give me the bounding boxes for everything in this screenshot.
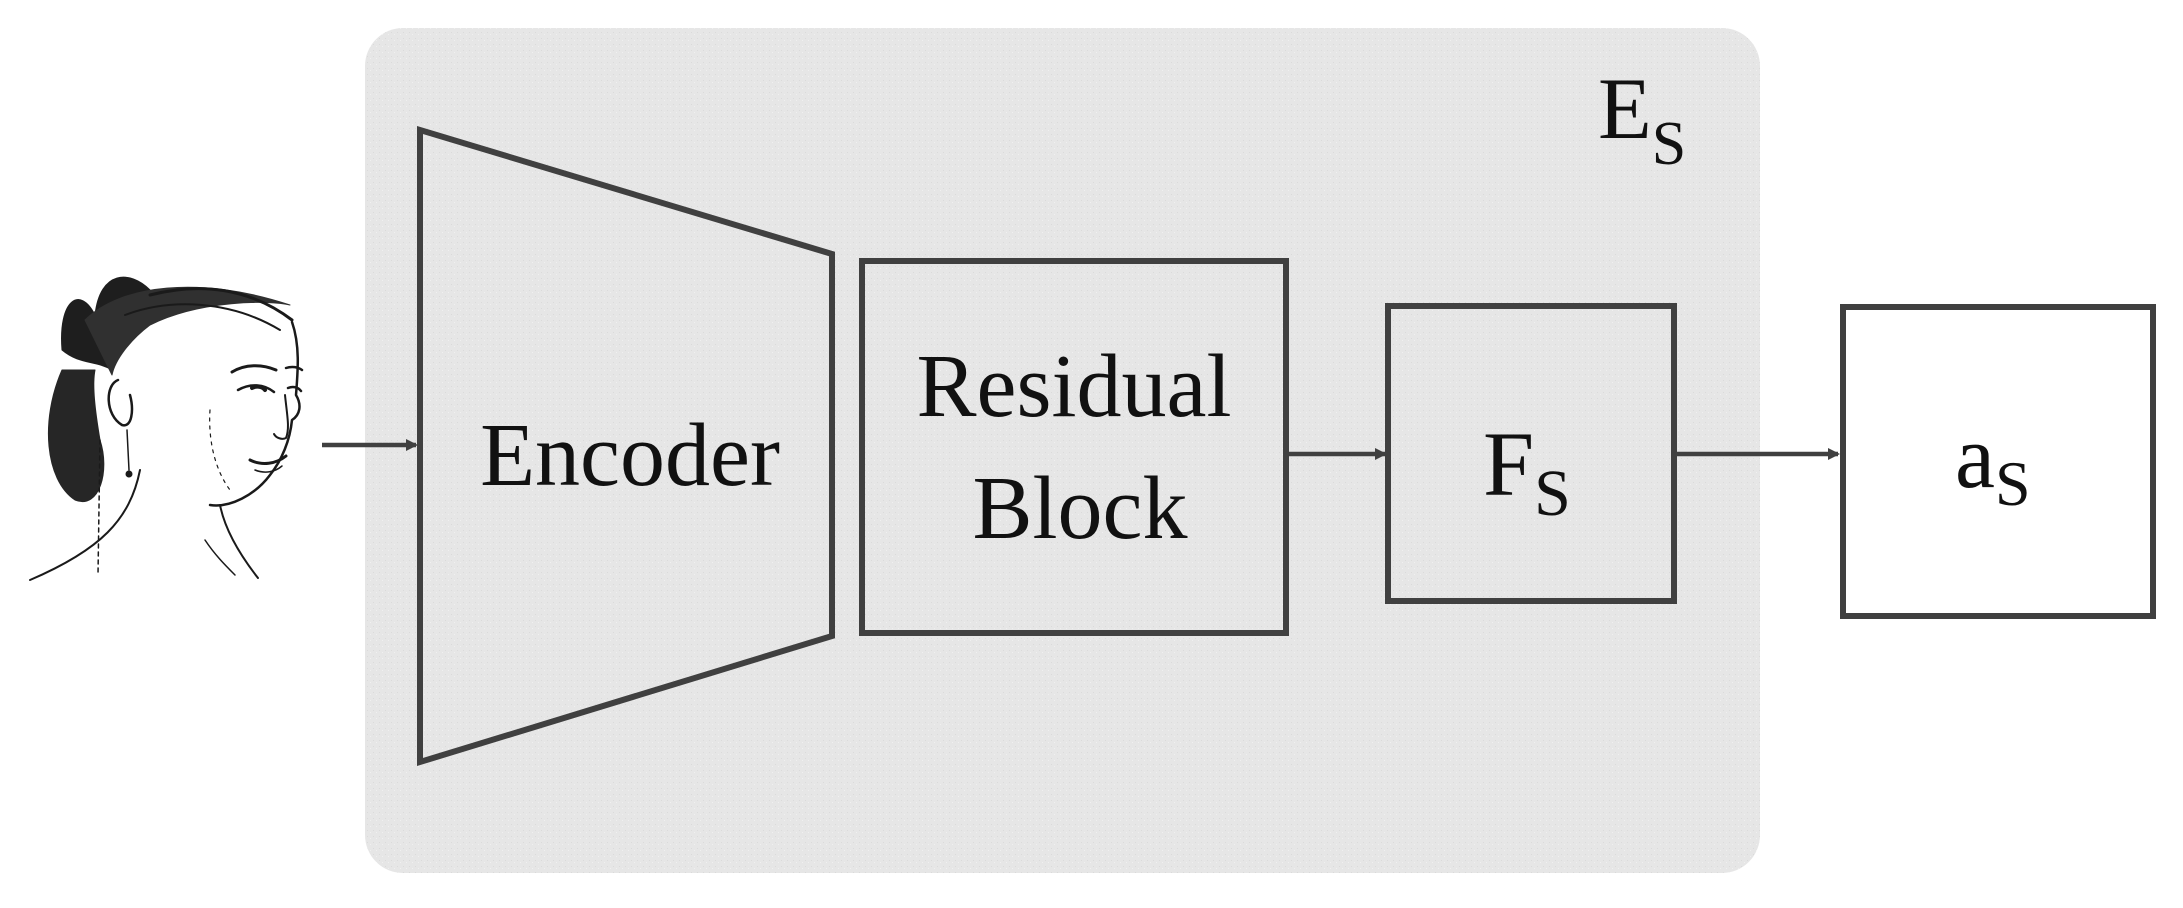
feature-label-subscript: S: [1534, 457, 1571, 530]
output-label-subscript: S: [1995, 448, 2031, 519]
module-panel: [365, 28, 1760, 873]
face-sketch-icon: [29, 276, 304, 581]
residual-block: [859, 258, 1289, 636]
encoder-block: [417, 125, 835, 767]
feature-label: FS: [1483, 413, 1571, 530]
residual-label-line2: Block: [973, 459, 1188, 558]
module-label: ES: [1598, 61, 1686, 178]
residual-label-line1: Residual: [917, 337, 1232, 436]
output-block: [1840, 304, 2156, 619]
module-label-subscript: S: [1652, 110, 1686, 178]
encoder-label: Encoder: [480, 406, 780, 505]
output-label: aS: [1955, 408, 2031, 519]
